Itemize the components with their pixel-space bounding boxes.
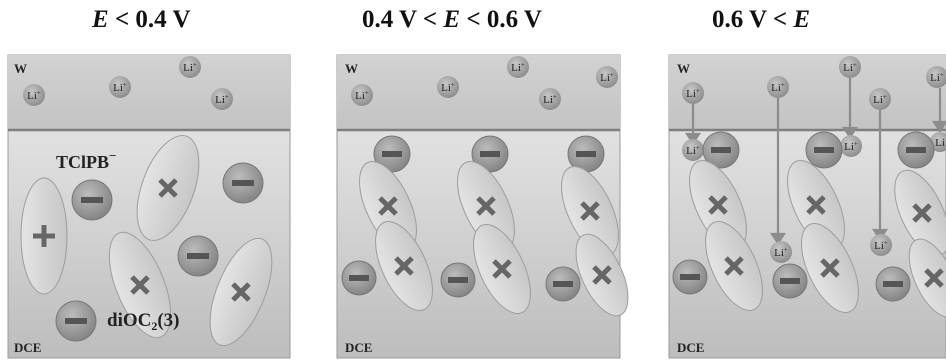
svg-text:Li+: Li+	[843, 61, 857, 74]
tclpb-anion	[222, 162, 264, 204]
tclpb-anion	[772, 263, 808, 299]
panel-1: W DCE Li+ Li+ Li+ Li+ TClPB− diOC2(3)	[7, 54, 291, 359]
dce-phase-label: DCE	[677, 340, 704, 355]
water-phase-label: W	[14, 61, 27, 76]
li-ion: Li+	[770, 241, 792, 263]
svg-text:Li+: Li+	[771, 81, 785, 94]
tclpb-anion	[373, 135, 411, 173]
tclpb-anion	[805, 131, 843, 169]
dce-phase-label: DCE	[345, 340, 372, 355]
panel-3-title: 0.6 V < E	[712, 6, 811, 33]
svg-text:Li+: Li+	[113, 81, 127, 94]
svg-text:Li+: Li+	[215, 93, 229, 106]
tclpb-anion	[897, 131, 935, 169]
panel-2-title: 0.4 V < E < 0.6 V	[362, 6, 542, 33]
tclpb-anion	[440, 262, 476, 298]
tclpb-anion	[702, 131, 740, 169]
svg-text:Li+: Li+	[686, 144, 700, 157]
li-ion: Li+	[870, 234, 892, 256]
svg-text:Li+: Li+	[774, 246, 788, 259]
li-ion: Li+	[109, 76, 131, 98]
panel-3: W DCE Li+ Li+ Li+ Li+ Li+ Li+ Li+ Li Li+…	[668, 54, 946, 359]
li-ion: Li+	[179, 56, 201, 78]
li-ion: Li+	[23, 84, 45, 106]
anion-label: TClPB−	[56, 148, 116, 172]
dye-molecule	[908, 238, 946, 318]
li-ion: Li+	[767, 76, 789, 98]
dye-molecule	[473, 224, 531, 314]
svg-text:Li+: Li+	[27, 89, 41, 102]
panel-1-title: E < 0.4 V	[92, 6, 191, 33]
svg-text:Li+: Li+	[686, 87, 700, 100]
li-ion: Li+	[869, 88, 891, 110]
svg-text:Li+: Li+	[183, 61, 197, 74]
dye-molecule	[209, 237, 273, 347]
svg-text:Li+: Li+	[874, 239, 888, 252]
svg-text:Li+: Li+	[600, 71, 614, 84]
dye-molecule	[136, 135, 200, 241]
li-ion: Li+	[926, 66, 946, 88]
li-ion: Li+	[596, 66, 618, 88]
dye-molecule	[457, 161, 515, 251]
svg-text:Li+: Li+	[844, 140, 858, 153]
svg-text:Li+: Li+	[355, 89, 369, 102]
svg-text:Li: Li	[935, 137, 945, 149]
li-ion: Li+	[539, 88, 561, 110]
tclpb-anion	[177, 235, 219, 277]
li-ion: Li+	[437, 76, 459, 98]
li-ion: Li+	[211, 88, 233, 110]
dye-molecule	[705, 221, 763, 311]
tclpb-anion	[875, 266, 911, 302]
dye-molecule	[108, 231, 172, 339]
dye-molecule	[375, 221, 433, 311]
li-ion: Li+	[682, 139, 704, 161]
svg-text:Li+: Li+	[441, 81, 455, 94]
water-phase-label: W	[677, 61, 690, 76]
li-ion: Li+	[839, 56, 861, 78]
svg-text:Li+: Li+	[873, 93, 887, 106]
li-transfer-arrows	[684, 78, 946, 245]
tclpb-anion	[672, 259, 708, 295]
panel-2: W DCE Li+ Li+ Li+ Li+ Li+	[336, 54, 629, 359]
dye-molecule	[20, 177, 68, 295]
dye-molecule	[801, 223, 859, 313]
svg-text:Li+: Li+	[511, 61, 525, 74]
li-ion: Li+	[682, 82, 704, 104]
dye-label: diOC2(3)	[107, 310, 180, 333]
water-phase-label: W	[345, 61, 358, 76]
li-ion: Li+	[507, 56, 529, 78]
li-ion: Li+	[840, 135, 862, 157]
svg-text:Li+: Li+	[930, 71, 944, 84]
tclpb-anion	[341, 260, 377, 296]
dye-molecule	[787, 160, 845, 250]
tclpb-anion	[55, 300, 97, 342]
li-ion: Li+	[351, 84, 373, 106]
svg-text:Li+: Li+	[543, 93, 557, 106]
dye-molecule	[575, 233, 629, 317]
tclpb-anion	[71, 179, 113, 221]
dce-phase-label: DCE	[14, 340, 41, 355]
tclpb-anion	[545, 266, 581, 302]
